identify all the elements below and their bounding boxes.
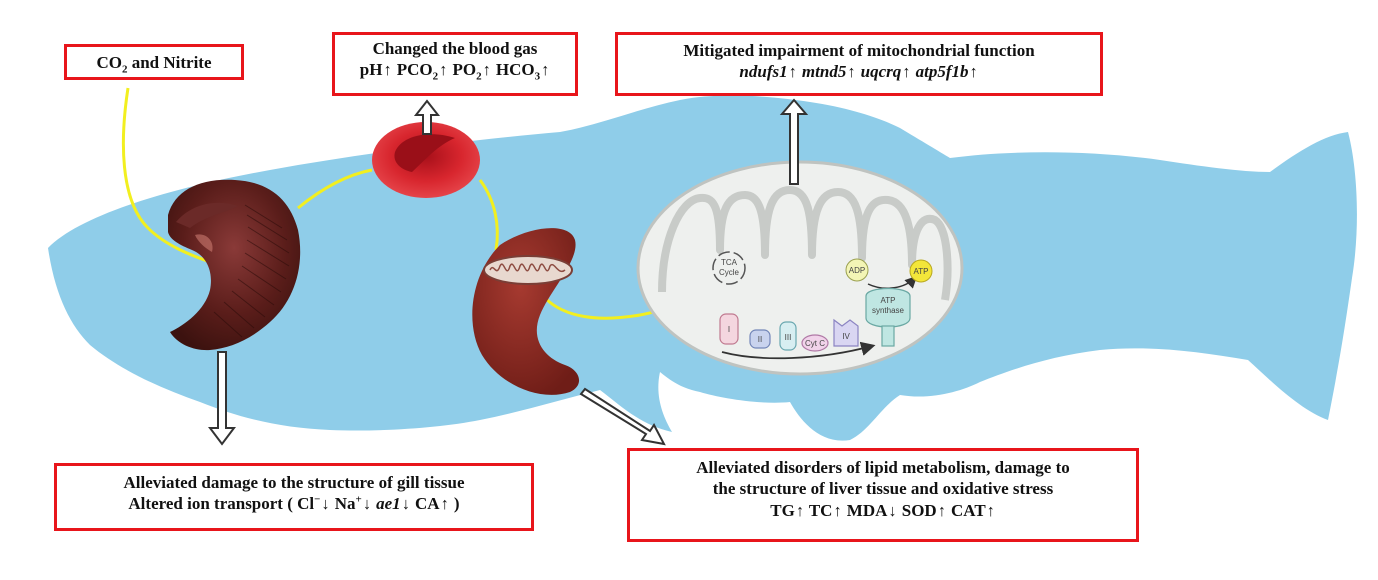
blood-item-hco3: HCO3↑ xyxy=(495,60,550,83)
blood-item-pco2: PCO2↑ xyxy=(396,60,448,83)
blood-gas-box: Changed the blood gas pH↑ PCO2↑ PO2↑ HCO… xyxy=(332,32,578,96)
enzyme-ca: CA↑ xyxy=(415,494,449,514)
blood-gas-title: Changed the blood gas xyxy=(372,39,538,58)
liver-box: Alleviated disorders of lipid metabolism… xyxy=(627,448,1139,542)
arrow-blood-up xyxy=(413,99,441,135)
connector-gill-blood xyxy=(297,168,373,210)
blood-gas-items: pH↑ PCO2↑ PO2↑ HCO3↑ xyxy=(335,59,575,84)
co2-nitrite-text: CO2 and Nitrite xyxy=(96,53,212,76)
gene-mtnd5: mtnd5↑ xyxy=(801,62,856,82)
red-blood-cell xyxy=(372,122,480,198)
gill-title: Alleviated damage to the structure of gi… xyxy=(123,473,465,492)
ion-na: Na+↓ xyxy=(334,493,371,514)
atp-synthase-label-1: ATP xyxy=(881,296,896,305)
marker-tc: TC↑ xyxy=(808,500,842,520)
connector-co2-gill xyxy=(121,87,211,264)
gill-image xyxy=(168,179,301,351)
mitochondrion-diagram: TCA Cycle ADP ATP ATP synthase I II III … xyxy=(636,160,964,376)
liver-image xyxy=(472,228,580,395)
complex-i-label: I xyxy=(728,325,730,334)
cycle-label: Cycle xyxy=(719,268,740,277)
liver-markers: TG↑ TC↑ MDA↓ SOD↑ CAT↑ xyxy=(630,500,1136,522)
gill-ion-transport: Altered ion transport ( Cl−↓ Na+↓ ae1↓ C… xyxy=(128,493,460,514)
gene-ae1: ae1↓ xyxy=(376,494,410,514)
co2-nitrite-box: CO2 and Nitrite xyxy=(64,44,244,80)
arrow-gill-down xyxy=(208,351,236,446)
marker-cat: CAT↑ xyxy=(951,500,995,520)
arrow-liver-diagonal xyxy=(579,387,666,446)
atp-label: ATP xyxy=(914,267,929,276)
complex-ii-label: II xyxy=(758,335,762,344)
ion-cl: Cl−↓ xyxy=(297,493,330,514)
cytc-label: Cyt C xyxy=(805,339,825,348)
liver-line-2: the structure of liver tissue and oxidat… xyxy=(712,479,1054,499)
atp-synthase-label-2: synthase xyxy=(872,306,905,315)
mitochondria-genes: ndufs1↑ mtnd5↑ uqcrq↑ atp5f1b↑ xyxy=(618,61,1100,83)
blood-item-po2: PO2↑ xyxy=(452,60,491,83)
gene-ndufs1: ndufs1↑ xyxy=(739,62,797,82)
arrow-mito-up xyxy=(779,98,809,185)
mitochondria-title: Mitigated impairment of mitochondrial fu… xyxy=(683,41,1035,60)
adp-label: ADP xyxy=(849,266,865,275)
liver-line-1: Alleviated disorders of lipid metabolism… xyxy=(696,458,1070,477)
marker-mda: MDA↓ xyxy=(846,500,897,520)
complex-iv-label: IV xyxy=(842,332,850,341)
gene-atp5f1b: atp5f1b↑ xyxy=(915,62,978,82)
tca-label: TCA xyxy=(721,258,738,267)
gene-uqcrq: uqcrq↑ xyxy=(860,62,911,82)
connector-blood-liver xyxy=(478,179,499,251)
complex-iii-label: III xyxy=(785,333,792,342)
marker-sod: SOD↑ xyxy=(901,500,946,520)
marker-tg: TG↑ xyxy=(770,500,804,520)
blood-item-ph: pH↑ xyxy=(359,60,392,80)
gill-box: Alleviated damage to the structure of gi… xyxy=(54,463,534,531)
mitochondria-box: Mitigated impairment of mitochondrial fu… xyxy=(615,32,1103,96)
